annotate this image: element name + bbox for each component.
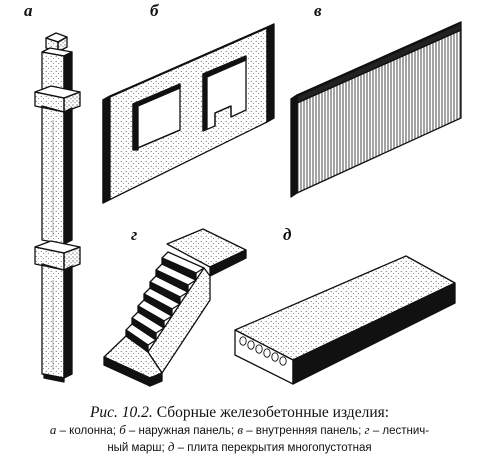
inner-panel-drawing [290, 21, 462, 198]
precast-elements-figure: а б в г д [24, 1, 462, 387]
desc-inner-panel: – внутренняя панель; [243, 425, 365, 437]
desc-stair-part1: – лестнич- [369, 425, 430, 437]
figure-caption: Рис. 10.2. Сборные железобетонные издели… [0, 403, 479, 456]
desc-outer-panel: – наружная панель; [125, 425, 238, 437]
label-b: б [150, 1, 160, 20]
caption-title: Рис. 10.2. Сборные железобетонные издели… [0, 403, 479, 422]
floor-slab-drawing [234, 255, 456, 385]
stair-flight-drawing [103, 228, 247, 387]
figure-number: Рис. 10.2. [89, 404, 153, 421]
key-b: б [119, 422, 126, 437]
caption-line-2: ный марш; д – плита перекрытия многопуст… [0, 439, 479, 456]
caption-heading: Сборные железобетонные изделия: [156, 404, 390, 421]
key-g: г [364, 422, 370, 437]
key-a: а [49, 422, 57, 437]
label-g: г [131, 225, 137, 244]
desc-slab: – плита перекрытия многопустотная [174, 442, 372, 454]
caption-line-1: а – колонна; б – наружная панель; в – вн… [0, 422, 479, 439]
key-d: д [167, 439, 175, 454]
key-v: в [237, 422, 244, 437]
desc-column: – колонна; [56, 425, 120, 437]
column-drawing [34, 32, 81, 383]
label-v: в [314, 1, 322, 20]
label-d: д [283, 225, 292, 244]
label-a: а [24, 1, 33, 20]
desc-stair-part2: ный марш; [107, 442, 168, 454]
outer-panel-drawing [102, 23, 275, 204]
